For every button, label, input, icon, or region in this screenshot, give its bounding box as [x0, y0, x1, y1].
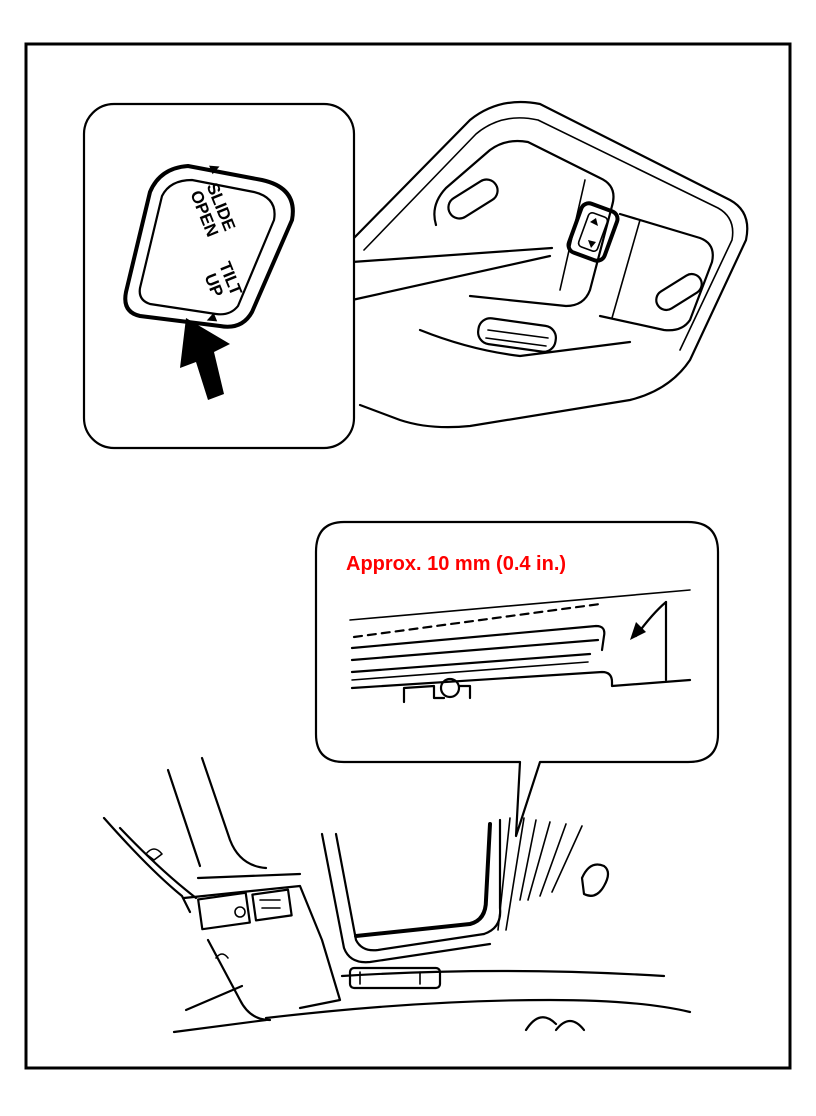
vehicle-roof-view [102, 756, 692, 1034]
console-lens [477, 317, 557, 353]
zoom-leader-line-2 [350, 254, 552, 302]
tilt-down-arrow: ▼ [200, 308, 222, 329]
switch-callout: ▲ SLIDE OPEN TILT UP ▼ [82, 102, 356, 450]
console-sunroof-switch [566, 201, 620, 263]
overhead-console [350, 100, 749, 429]
measurement-label: Approx. 10 mm (0.4 in.) [346, 553, 566, 575]
zoom-leader-line [350, 246, 554, 264]
outer-frame [24, 42, 792, 1070]
right-map-lamp [655, 272, 703, 312]
slide-up-arrow: ▲ [204, 158, 226, 179]
tilt-callout: Approx. 10 mm (0.4 in.) [314, 520, 720, 838]
push-arrow-icon [180, 318, 230, 400]
left-map-lamp [447, 178, 499, 220]
